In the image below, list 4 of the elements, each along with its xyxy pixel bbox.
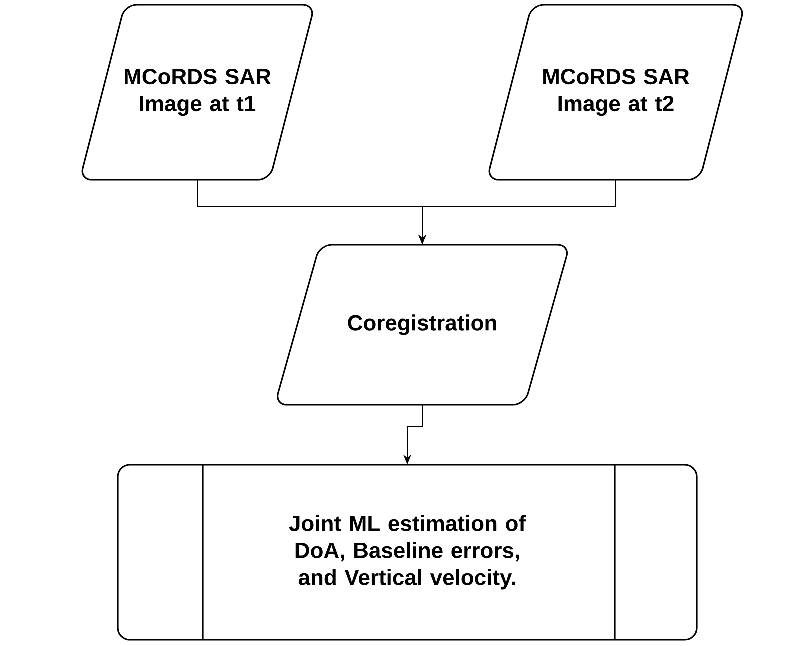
data-parallelogram: MCoRDS SAR Image at t1 (82, 4, 314, 181)
process-box: Joint ML estimation of DoA, Baseline errors, and Vertical velocity. (117, 464, 698, 641)
data-parallelogram: MCoRDS SAR Image at t2 (488, 4, 744, 181)
data-parallelogram: Coregistration (277, 244, 568, 406)
